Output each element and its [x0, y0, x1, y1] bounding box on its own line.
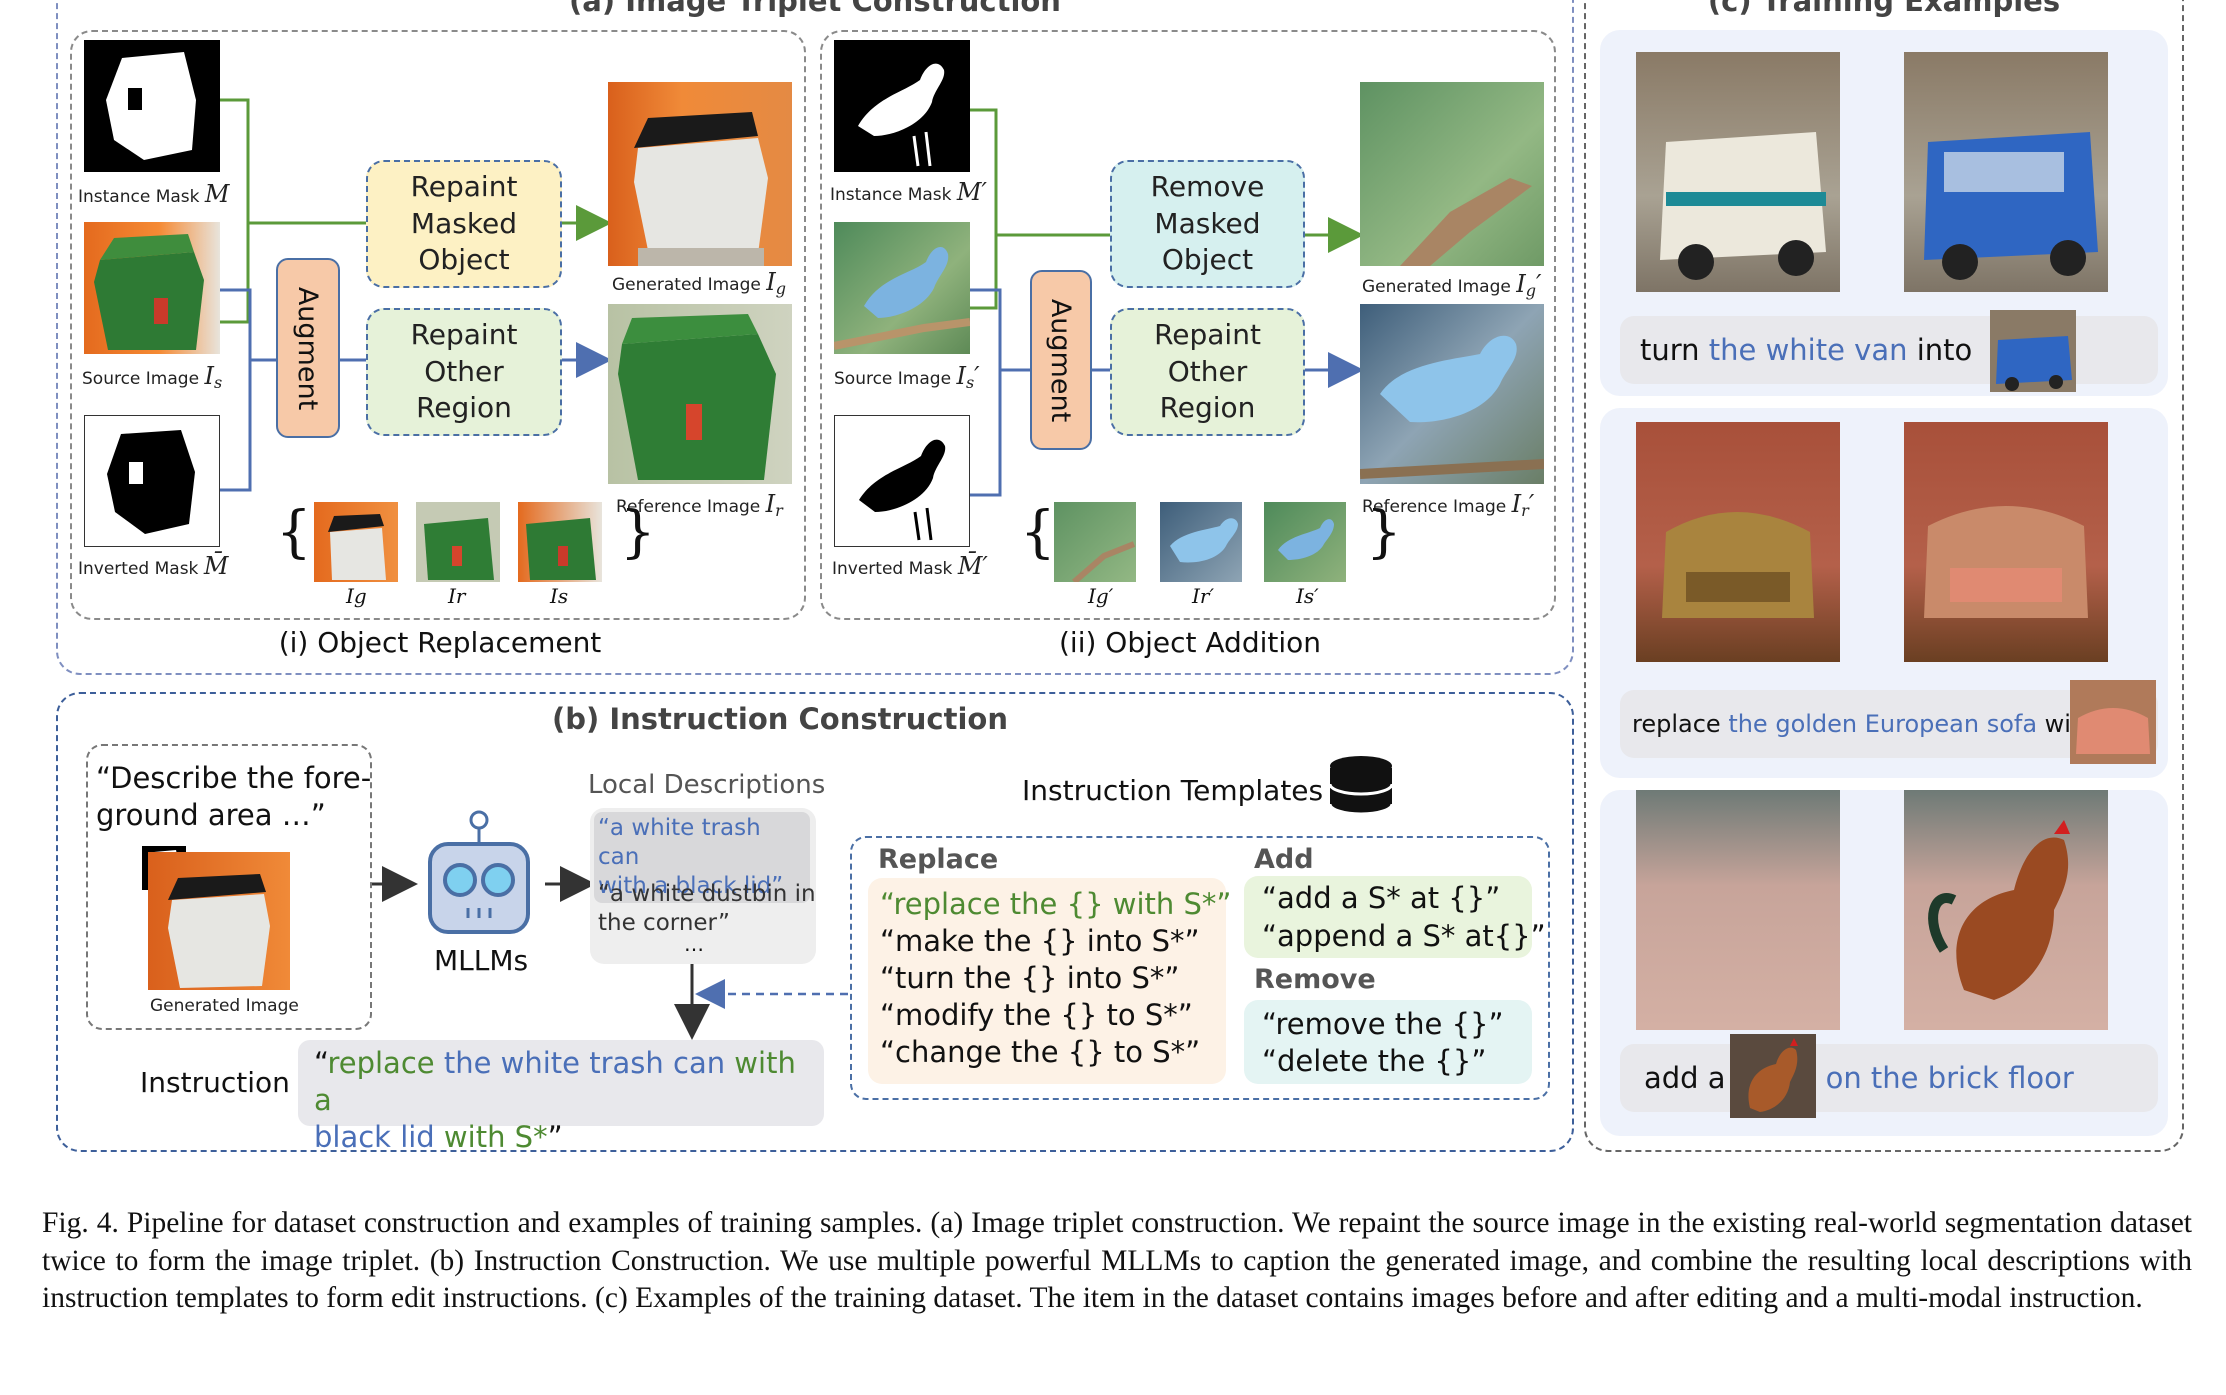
augment-box-left: Augment — [276, 258, 340, 438]
example-2-after-image — [1904, 422, 2108, 662]
example-2-before-image — [1636, 422, 1840, 662]
reference-image-bird — [1359, 304, 1545, 484]
replacement-arrows — [220, 98, 1364, 497]
section-a-panel — [56, 0, 1574, 675]
replace-template-3: “turn the {} into S*” — [880, 961, 1180, 995]
generated-image-caption: Generated Image Ig — [612, 268, 786, 299]
generated-image-trashcan — [608, 82, 792, 266]
reference-image-caption-right: Reference Image Ir′ — [1362, 490, 1535, 521]
replace-title: Replace — [878, 844, 999, 875]
add-template-1: “add a S* at {}” — [1262, 881, 1501, 915]
example-3-before-image — [1636, 790, 1840, 1030]
local-descriptions-title: Local Descriptions — [588, 770, 826, 800]
triplet-label-is-prime: Is′ — [1296, 584, 1319, 608]
replace-template-1: “replace the {} with S*” — [880, 887, 1232, 921]
triplet-thumb-is-prime — [1264, 502, 1346, 582]
example-1-before-image — [1636, 52, 1840, 292]
inverted-mask-bird-image — [834, 415, 970, 547]
remove-template-2: “delete the {}” — [1262, 1044, 1487, 1078]
instruction-label: Instruction — [140, 1066, 290, 1099]
example-3-ref-thumb — [1730, 1034, 1816, 1118]
left-brace-open: { — [276, 500, 312, 565]
reference-image-caption: Reference Image Ir — [616, 490, 783, 521]
triplet-thumb-ig-prime — [1054, 502, 1136, 585]
triplet-thumb-ir — [416, 502, 500, 582]
remove-template-1: “remove the {}” — [1262, 1007, 1504, 1041]
mllm-label: MLLMs — [434, 944, 529, 977]
templates-box — [850, 836, 1550, 1100]
left-brace-close: } — [620, 500, 656, 565]
source-image-bird — [833, 222, 971, 354]
section-b-title: (b) Instruction Construction — [551, 702, 1008, 736]
replace-template-2: “make the {} into S*” — [880, 924, 1200, 958]
database-icon — [1328, 754, 1394, 822]
triplet-label-ir-prime: Ir′ — [1192, 584, 1215, 608]
section-a-title: (a) Image Triplet Construction — [569, 0, 1061, 18]
instance-mask-caption: Instance Mask M — [78, 180, 230, 208]
triplet-label-ig: Ig — [346, 584, 367, 608]
remove-title: Remove — [1254, 964, 1376, 995]
example-2-instruction: replace the golden European sofa with — [1620, 690, 2158, 758]
replace-template-5: “change the {} to S*” — [880, 1035, 1201, 1069]
example-3-instruction: add a on the brick floor — [1620, 1044, 2158, 1112]
instruction-box: “replace the white trash can with a blac… — [298, 1040, 824, 1154]
inverted-mask-image — [84, 415, 220, 547]
add-template-2: “append a S* at{}” — [1262, 919, 1546, 953]
object-replacement-title: (i) Object Replacement — [278, 626, 602, 659]
local-description-ellipsis: … — [684, 932, 704, 956]
section-c-panel — [1584, 0, 2184, 1152]
triplet-thumb-ir-prime — [1160, 502, 1242, 582]
replace-templates-bg — [868, 878, 1226, 1084]
replace-template-4: “modify the {} to S*” — [880, 998, 1193, 1032]
remove-templates-bg — [1244, 1000, 1532, 1084]
triplet-label-is: Is — [550, 584, 569, 608]
example-1-ref-thumb — [1990, 310, 2076, 392]
triplet-label-ir: Ir — [448, 584, 466, 608]
object-replacement-panel — [70, 30, 806, 620]
augment-box-right: Augment — [1030, 270, 1092, 450]
source-image-caption-right: Source Image Is′ — [834, 362, 980, 393]
object-addition-title: (ii) Object Addition — [1058, 626, 1322, 659]
example-2-ref-thumb — [2070, 680, 2156, 764]
prompt-generated-image — [148, 852, 290, 990]
right-brace-close: } — [1366, 500, 1402, 565]
triplet-thumb-ig — [314, 502, 398, 582]
generated-image-caption-right: Generated Image Ig′ — [1362, 270, 1542, 301]
generated-image-branch — [1360, 82, 1544, 266]
example-1-after-image — [1904, 52, 2108, 292]
section-b-panel — [56, 692, 1574, 1152]
source-image-trashcan — [84, 222, 220, 354]
robot-icon — [424, 810, 534, 936]
example-1-instruction: turn the white van into — [1620, 316, 2158, 384]
instance-mask-bird-image — [834, 40, 970, 172]
inverted-mask-caption: Inverted Mask M̄ — [78, 552, 229, 580]
instance-mask-image — [84, 40, 220, 172]
prompt-generated-caption: Generated Image — [150, 996, 299, 1016]
triplet-thumb-is — [518, 502, 602, 582]
add-title: Add — [1254, 844, 1314, 875]
section-c-title: (c) Training Examples — [1707, 0, 2061, 18]
right-brace-open: { — [1020, 500, 1056, 565]
prompt-text: “Describe the fore- ground area …” — [96, 761, 372, 832]
inverted-mask-caption-right: Inverted Mask M̄′ — [832, 552, 988, 580]
add-templates-bg — [1244, 876, 1532, 958]
figure-caption: Fig. 4. Pipeline for dataset constructio… — [42, 1207, 2192, 1314]
instruction-arrows — [372, 866, 848, 1040]
instruction-templates-title: Instruction Templates — [1022, 774, 1324, 807]
triplet-label-ig-prime: Ig′ — [1088, 584, 1114, 608]
instance-mask-caption-right: Instance Mask M′ — [830, 178, 987, 206]
example-3-after-image — [1904, 790, 2108, 1030]
source-image-caption: Source Image Is — [82, 362, 223, 393]
prompt-box — [86, 744, 372, 1030]
object-addition-panel — [820, 30, 1556, 620]
reference-image-trashcan — [608, 304, 792, 484]
